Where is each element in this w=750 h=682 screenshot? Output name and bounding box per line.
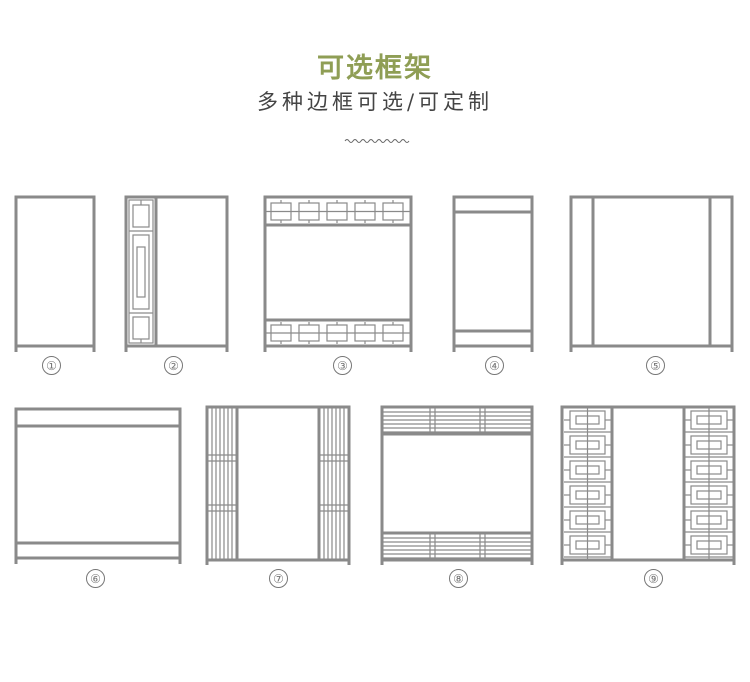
frame-option-3[interactable]	[263, 195, 415, 355]
frame-option-1[interactable]	[14, 195, 96, 355]
frame-option-6[interactable]	[14, 407, 184, 567]
option-label-2: ②	[164, 356, 183, 375]
option-label-6: ⑥	[86, 569, 105, 588]
frame-option-9[interactable]	[560, 405, 736, 567]
option-label-7: ⑦	[269, 569, 288, 588]
option-label-1: ①	[42, 356, 61, 375]
option-label-5: ⑤	[646, 356, 665, 375]
page-title: 可选框架	[317, 53, 433, 84]
page-subtitle: 多种边框可选/可定制	[256, 90, 494, 114]
option-label-4: ④	[485, 356, 504, 375]
frame-option-7[interactable]	[205, 405, 353, 567]
option-label-3: ③	[333, 356, 352, 375]
frame-option-5[interactable]	[569, 195, 735, 355]
frame-option-8[interactable]	[380, 405, 536, 567]
frame-option-2[interactable]	[124, 195, 230, 355]
option-label-9: ⑨	[644, 569, 663, 588]
wavy-divider	[344, 139, 410, 143]
option-label-8: ⑧	[449, 569, 468, 588]
frame-option-4[interactable]	[452, 195, 536, 355]
